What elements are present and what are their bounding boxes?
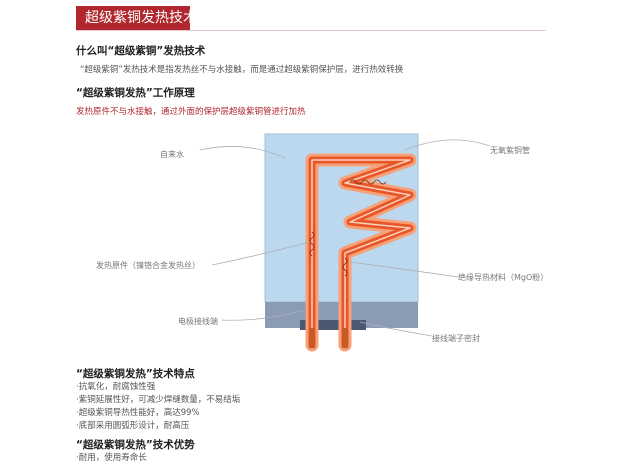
feature-item: ·紫铜延展性好，可减少焊缝数量，不易结垢 (76, 395, 241, 405)
copper-tube (305, 153, 417, 352)
leader-lines (199, 139, 491, 337)
label-electrode: 电极接线端 (178, 317, 218, 326)
advantages-heading: “超级紫铜发热”技术优势 (76, 439, 195, 451)
label-terminal-seal: 接线端子密封 (432, 334, 480, 343)
features-heading: “超级紫铜发热”技术特点 (76, 368, 195, 380)
label-insulation: 绝缘导热材料（MgO粉） (458, 273, 549, 282)
feature-item: ·超级紫铜导热性能好，高达99% (76, 408, 200, 418)
what-is-body: “超级紫铜”发热技术是指发热丝不与水接触，而是通过超级紫铜保护层，进行热效转换 (80, 65, 404, 75)
advantage-item: ·耐用，使用寿命长 (76, 453, 147, 463)
principle-heading: “超级紫铜发热”工作原理 (76, 87, 195, 99)
title-divider (76, 30, 546, 31)
label-heating-element: 发热原件（镍铬合金发热丝） (96, 261, 200, 270)
what-is-heading: 什么叫“超级紫铜”发热技术 (76, 45, 206, 57)
terminal-block (300, 320, 366, 330)
section-title: 超级紫铜发热技术 (85, 10, 197, 26)
feature-item: ·抗氧化，耐腐蚀性强 (76, 382, 156, 392)
section-title-banner: 超级紫铜发热技术 (76, 6, 197, 30)
principle-body: 发热原件不与水接触，通过外面的保护层超级紫铜管进行加热 (76, 107, 306, 117)
label-copper-tube: 无氧紫铜管 (490, 146, 530, 155)
heating-coil (309, 179, 387, 277)
terminal-right (342, 328, 348, 348)
terminal-left (309, 328, 315, 348)
feature-item: ·底部采用圆弧形设计，耐高压 (76, 421, 190, 431)
label-tap-water: 自来水 (160, 150, 184, 159)
